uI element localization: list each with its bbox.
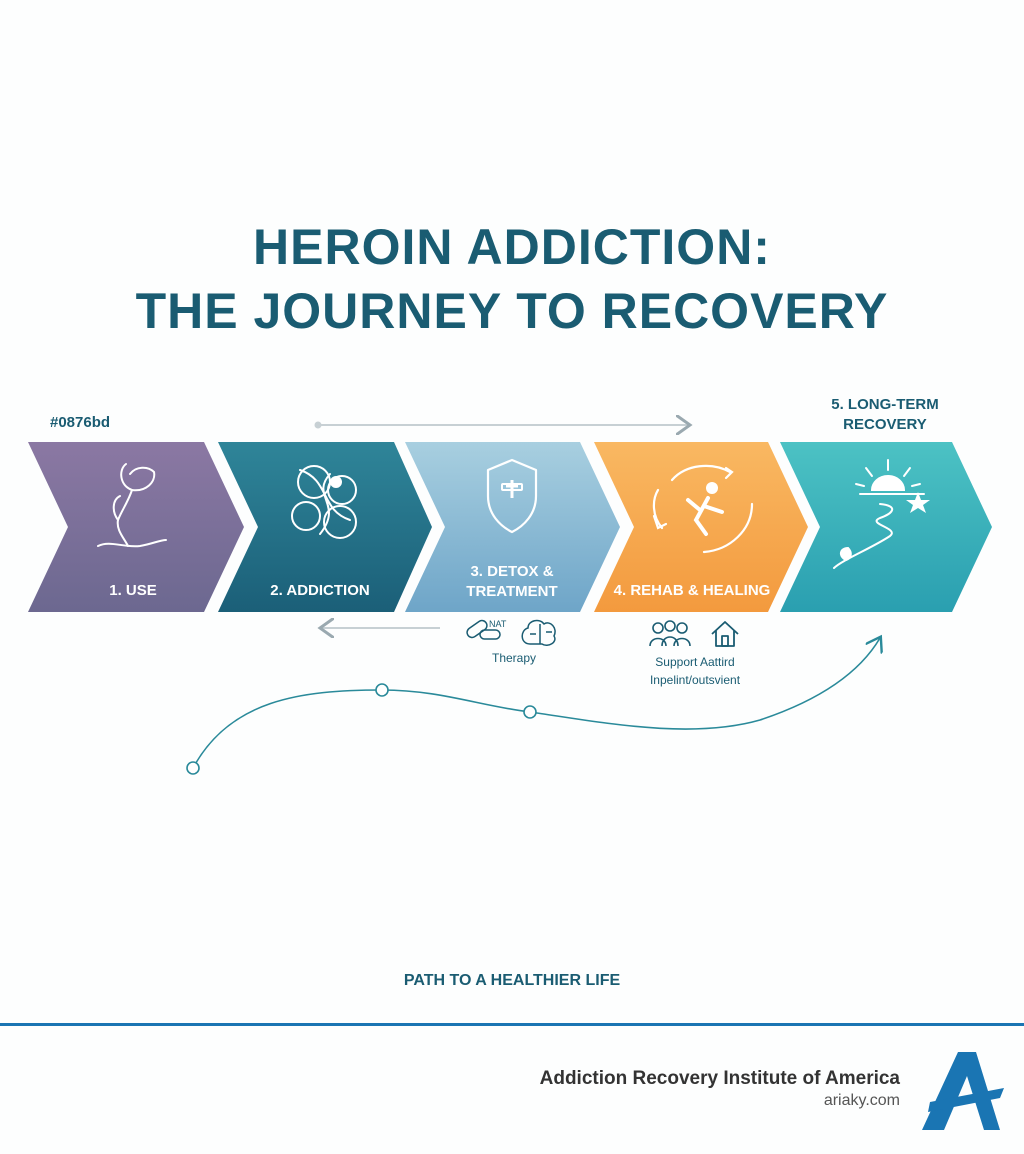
medical-shield-icon [486,458,538,534]
organization-url[interactable]: ariaky.com [823,1092,900,1109]
stage-5-label: 5. LONG-TERM RECOVERY [810,395,960,435]
stage-5-label-line-1: 5. LONG-TERM [831,396,939,413]
therapy-label: Therapy [491,651,537,665]
tangled-knot-icon [291,465,357,539]
poppy-flower-icon [97,463,167,548]
stage-2-label: 2. ADDICTION [270,582,370,599]
stage-1-label: 1. USE [109,582,157,599]
stage-1-chevron [28,442,244,612]
group-icon [649,620,691,647]
curve-point-1 [186,761,200,775]
stage-3-label-line-1: 3. DETOX & [470,563,554,580]
rehab-setting-label: Inpelint/outsvient [649,673,741,687]
home-icon [711,621,739,647]
curve-point-2 [375,683,389,697]
page-title-line-1: HEROIN ADDICTION: [253,219,771,275]
stage-3-chevron [405,442,620,612]
curve-point-3 [523,705,537,719]
stage-4-label: 4. REHAB & HEALING [613,582,771,599]
aria-logo-icon [922,1052,1004,1130]
brain-icon [521,619,556,647]
person-cycle-icon [652,464,754,554]
stage-3-label-line-2: TREATMENT [466,583,558,600]
sunrise-path-icon [833,459,930,569]
stage-3-label: 3. DETOX & TREATMENT [447,562,577,602]
stage-5-label-line-2: RECOVERY [843,416,927,433]
top-connector-dot [314,421,322,429]
organization-name: Addiction Recovery Institute of America [539,1068,900,1089]
nat-label: NAT [489,619,507,629]
rehab-support-label: Support Aattird [655,655,735,669]
footer-divider [0,1023,1024,1026]
color-code-label: #0876bd [50,414,111,431]
path-label: PATH TO A HEALTHIER LIFE [403,972,621,989]
page-title-line-2: THE JOURNEY TO RECOVERY [135,283,889,339]
pills-icon [466,619,501,640]
